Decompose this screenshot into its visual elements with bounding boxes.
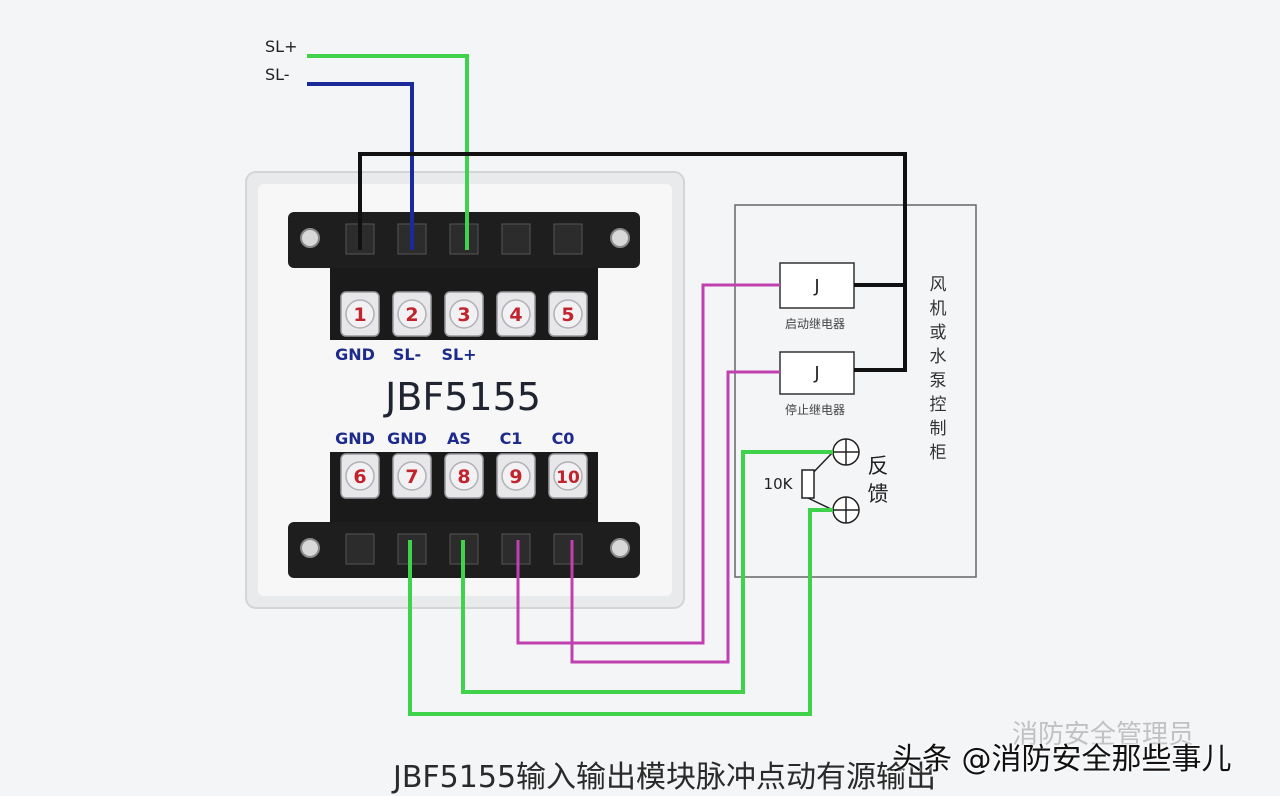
top-terminal-number: 3 — [457, 304, 470, 326]
bottom-terminal-6: 6 — [340, 453, 380, 499]
wire-sl-minus — [307, 82, 414, 250]
bottom-terminal-number: 8 — [457, 466, 470, 488]
top-terminal-label: SL- — [393, 345, 421, 364]
top-wire-port — [449, 223, 479, 255]
top-terminal-label: GND — [335, 345, 375, 364]
bottom-wire-port — [501, 533, 531, 565]
feedback-terminal-lower — [832, 496, 860, 524]
stop-relay-symbol: J — [813, 363, 819, 384]
bottom-terminal-label: C0 — [552, 429, 575, 448]
start-relay-caption: 启动继电器 — [785, 317, 845, 331]
feedback-label-char: 馈 — [868, 482, 889, 506]
top-terminal-number: 1 — [353, 304, 366, 326]
cabinet-label-char: 控 — [930, 395, 947, 415]
bottom-terminal-7: 7 — [392, 453, 432, 499]
wire-sl-plus — [307, 54, 469, 250]
top-terminal-number: 2 — [405, 304, 418, 326]
bottom-terminal-9: 9 — [496, 453, 536, 499]
resistor — [801, 469, 815, 499]
bus-label-sl-plus: SL+ — [265, 37, 297, 56]
top-terminal-number: 5 — [561, 304, 574, 326]
wire-feedback-gnd — [408, 508, 833, 716]
cabinet-label-char: 或 — [930, 323, 947, 343]
resistor-label: 10K — [764, 475, 794, 493]
bus-label-sl-minus: SL- — [265, 65, 290, 84]
wire-feedback-as — [461, 450, 833, 694]
top-terminal-number: 4 — [509, 304, 522, 326]
cabinet-label-char: 水 — [930, 347, 947, 367]
bottom-wire-port — [345, 533, 375, 565]
top-wire-port — [553, 223, 583, 255]
top-wire-port — [501, 223, 531, 255]
stop-relay — [779, 351, 855, 395]
bottom-terminal-label: AS — [447, 429, 471, 448]
top-terminal-label: SL+ — [441, 345, 476, 364]
bottom-terminal-label: C1 — [500, 429, 523, 448]
cabinet-label-char: 泵 — [930, 371, 947, 391]
watermark-account: 消防安全管理员 — [1012, 720, 1195, 750]
top-terminal-3: 3 — [444, 291, 484, 337]
mount-screw-top-left — [300, 228, 320, 248]
bottom-terminal-8: 8 — [444, 453, 484, 499]
bottom-terminal-10: 10 — [548, 453, 588, 499]
watermark-source: 头条 @消防安全那些事儿 — [892, 742, 1232, 777]
control-cabinet — [734, 204, 977, 578]
bottom-terminal-label: GND — [335, 429, 375, 448]
mount-screw-bottom-left — [300, 538, 320, 558]
wire-gnd-common — [358, 152, 907, 372]
figure-caption: JBF5155输入输出模块脉冲点动有源输出 — [393, 760, 937, 795]
start-relay-symbol: J — [813, 276, 819, 297]
top-terminal-5: 5 — [548, 291, 588, 337]
cabinet-label-char: 风 — [930, 275, 947, 295]
module-name: JBF5155 — [383, 375, 541, 419]
top-terminal-2: 2 — [392, 291, 432, 337]
bottom-terminal-label: GND — [387, 429, 427, 448]
bottom-wire-port — [553, 533, 583, 565]
cabinet-label-char: 机 — [930, 299, 947, 319]
wire-c0-stop — [570, 370, 780, 664]
feedback-terminal-upper — [832, 438, 860, 466]
bottom-terminal-number: 6 — [353, 466, 366, 488]
cabinet-label-char: 柜 — [930, 443, 947, 463]
stop-relay-caption: 停止继电器 — [785, 402, 845, 417]
cabinet-label-char: 制 — [930, 419, 947, 439]
caption-area: 消防安全管理员 JBF5155输入输出模块脉冲点动有源输出 头条 @消防安全那些… — [0, 720, 1280, 795]
mount-screw-top-right — [610, 228, 630, 248]
feedback-label-char: 反 — [868, 454, 889, 478]
bottom-terminal-number: 9 — [509, 466, 522, 488]
bottom-terminal-number: 10 — [556, 468, 580, 488]
mount-screw-bottom-right — [610, 538, 630, 558]
wire-c1-start — [516, 283, 780, 645]
top-terminal-1: 1 — [340, 291, 380, 337]
top-terminal-4: 4 — [496, 291, 536, 337]
bottom-terminal-number: 7 — [405, 466, 418, 488]
